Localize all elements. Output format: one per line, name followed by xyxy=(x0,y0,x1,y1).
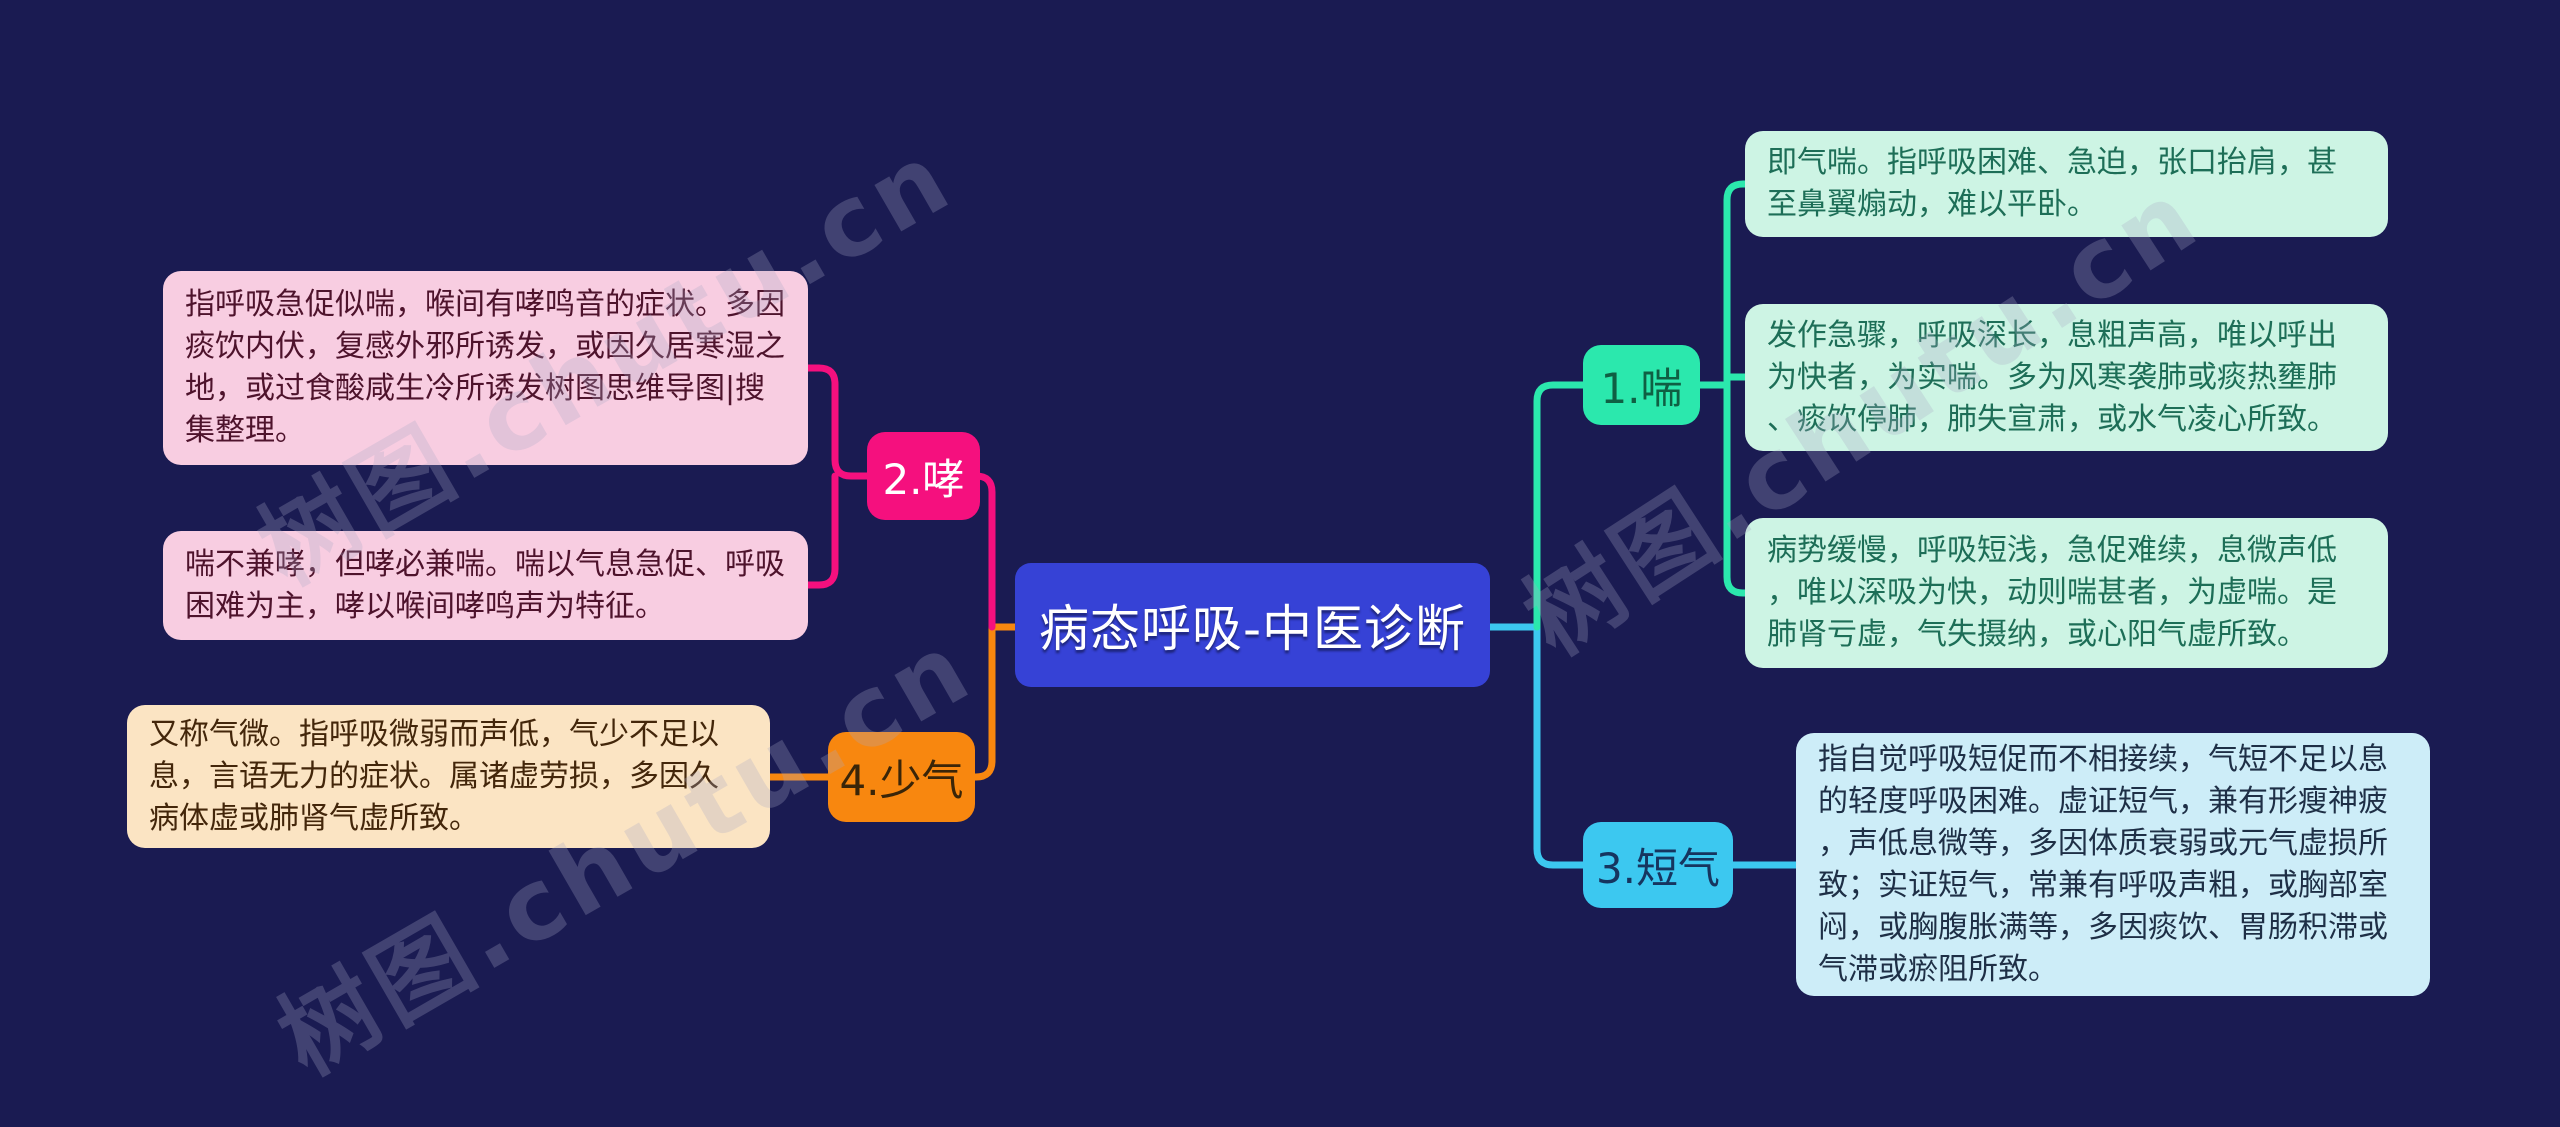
note-text: 发作急骤，呼吸深长，息粗声高，唯以呼出为快者，为实喘。多为风寒袭肺或痰热壅肺、痰… xyxy=(1767,317,2337,437)
note-box-chuan-1[interactable]: 即气喘。指呼吸困难、急迫，张口抬肩，甚至鼻翼煽动，难以平卧。 xyxy=(1745,131,2388,237)
note-box-shaoqi-1[interactable]: 又称气微。指呼吸微弱而声低，气少不足以息，言语无力的症状。属诸虚劳损，多因久病体… xyxy=(127,705,770,848)
note-text: 喘不兼哮，但哮必兼喘。喘以气息急促、呼吸困难为主，哮以喉间哮鸣声为特征。 xyxy=(185,546,785,624)
note-text: 指呼吸急促似喘，喉间有哮鸣音的症状。多因痰饮内伏，复感外邪所诱发，或因久居寒湿之… xyxy=(185,287,785,448)
note-text: 又称气微。指呼吸微弱而声低，气少不足以息，言语无力的症状。属诸虚劳损，多因久病体… xyxy=(149,716,719,836)
connector-shaoqi-trunk xyxy=(966,623,1019,781)
note-box-duanqi-1[interactable]: 指自觉呼吸短促而不相接续，气短不足以息的轻度呼吸困难。虚证短气，兼有形瘦神疲，声… xyxy=(1796,733,2430,996)
connector-chuan-notes xyxy=(1696,180,1749,597)
note-text: 即气喘。指呼吸困难、急迫，张口抬肩，甚至鼻翼煽动，难以平卧。 xyxy=(1767,145,2337,222)
note-text: 病势缓慢，呼吸短浅，急促难续，息微声低，唯以深吸为快，动则喘甚者，为虚喘。是肺肾… xyxy=(1767,533,2337,652)
branch-node-xiao[interactable]: 2.哮 xyxy=(867,432,980,520)
branch-node-duanqi[interactable]: 3.短气 xyxy=(1583,822,1733,908)
connector-duanqi-trunk xyxy=(1486,623,1587,869)
central-topic-node[interactable]: 病态呼吸-中医诊断 xyxy=(1015,563,1490,687)
note-box-xiao-2[interactable]: 喘不兼哮，但哮必兼喘。喘以气息急促、呼吸困难为主，哮以喉间哮鸣声为特征。 xyxy=(163,531,808,640)
note-text: 指自觉呼吸短促而不相接续，气短不足以息的轻度呼吸困难。虚证短气，兼有形瘦神疲，声… xyxy=(1818,741,2388,987)
note-box-xiao-1[interactable]: 指呼吸急促似喘，喉间有哮鸣音的症状。多因痰饮内伏，复感外邪所诱发，或因久居寒湿之… xyxy=(163,271,808,465)
branch-node-shaoqi[interactable]: 4.少气 xyxy=(828,732,975,822)
connector-xiao-notes xyxy=(804,364,871,589)
branch-node-chuan[interactable]: 1.喘 xyxy=(1583,345,1700,425)
note-box-chuan-2[interactable]: 发作急骤，呼吸深长，息粗声高，唯以呼出为快者，为实喘。多为风寒袭肺或痰热壅肺、痰… xyxy=(1745,304,2388,451)
connector-chuan-trunk xyxy=(1533,381,1587,631)
note-box-chuan-3[interactable]: 病势缓慢，呼吸短浅，急促难续，息微声低，唯以深吸为快，动则喘甚者，为虚喘。是肺肾… xyxy=(1745,518,2388,668)
